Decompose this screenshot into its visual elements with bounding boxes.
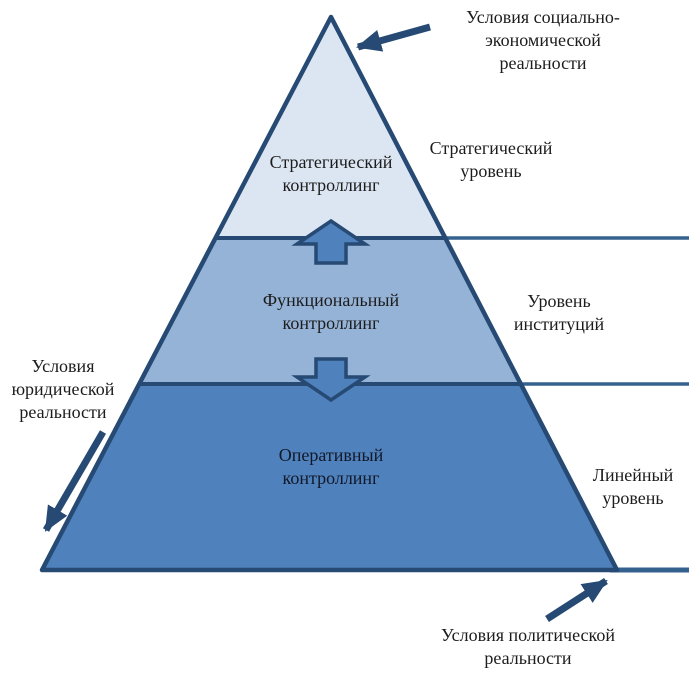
political-annotation-arrow-icon	[545, 578, 608, 622]
strategic-controlling-line2: контроллинг	[282, 175, 380, 195]
strategic-level-line2: уровень	[460, 161, 522, 181]
block-arrow-up-icon	[291, 218, 371, 265]
operational-controlling-line2: контроллинг	[282, 468, 380, 488]
institutions-level-label: Уровень институций	[514, 290, 604, 336]
annotation-socio-line1: Условия социально-	[466, 7, 620, 27]
institutions-level-line1: Уровень	[527, 291, 591, 311]
operational-controlling-line1: Оперативный	[278, 445, 384, 465]
annotation-legal-line3: реальности	[19, 402, 107, 422]
pyramid-level-strategic	[215, 17, 446, 238]
annotation-socio-line2: экономической	[485, 30, 601, 50]
legal-annotation-arrow-icon	[42, 430, 107, 532]
annotation-political: Условия политической реальности	[441, 624, 615, 670]
strategic-level-line1: Стратегический	[429, 138, 553, 158]
institutions-level-line2: институций	[513, 314, 605, 334]
operational-controlling-label: Оперативный контроллинг	[279, 444, 384, 490]
annotation-socio-economic: Условия социально- экономической реально…	[466, 6, 620, 75]
annotation-legal-line2: юридической	[11, 379, 115, 399]
strategic-controlling-label: Стратегический контроллинг	[270, 151, 393, 197]
annotation-legal-line1: Условия	[31, 356, 95, 376]
pyramid-level-operational	[42, 384, 617, 570]
functional-controlling-label: Функциональный контроллинг	[263, 289, 399, 335]
pyramid-outline	[39, 14, 620, 573]
annotation-socio-line3: реальности	[499, 53, 587, 73]
annotation-legal: Условия юридической реальности	[12, 355, 115, 424]
strategic-level-label: Стратегический уровень	[430, 137, 553, 183]
socio-annotation-arrow-icon	[355, 23, 431, 52]
linear-level-line1: Линейный	[592, 465, 674, 485]
pyramid-level-functional	[139, 238, 521, 384]
functional-controlling-line2: контроллинг	[282, 313, 380, 333]
linear-level-label: Линейный уровень	[593, 464, 673, 510]
annotation-political-line2: реальности	[484, 648, 572, 668]
functional-controlling-line1: Функциональный	[262, 290, 400, 310]
block-arrow-down-icon	[291, 357, 371, 403]
linear-level-line2: уровень	[602, 488, 664, 508]
annotation-political-line1: Условия политической	[441, 625, 615, 645]
strategic-controlling-line1: Стратегический	[269, 152, 393, 172]
